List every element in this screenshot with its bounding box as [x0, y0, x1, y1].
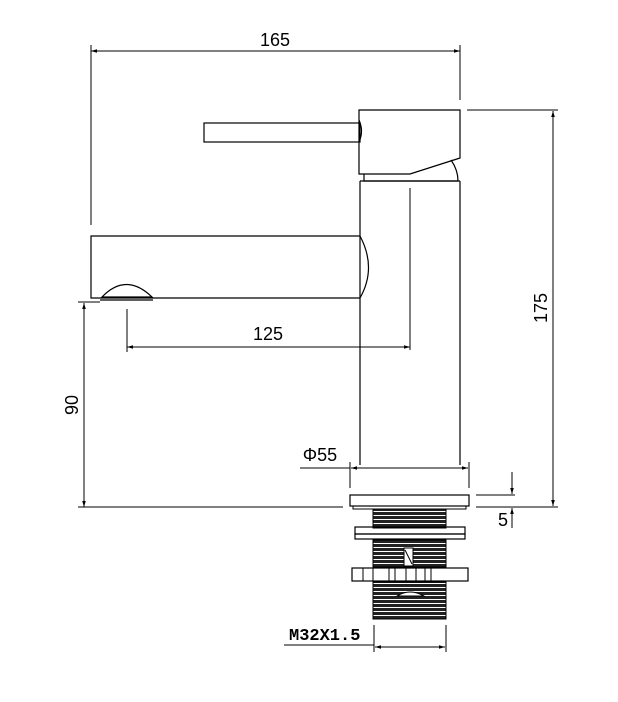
- faucet-handle: [203, 109, 461, 182]
- dim-base-diameter: Φ55: [300, 445, 470, 488]
- label-175: 175: [531, 293, 551, 323]
- base-plate: [349, 494, 470, 510]
- faucet-spout: [90, 235, 369, 301]
- dim-base-thickness: 5: [476, 472, 515, 530]
- dim-overall-width: 165: [90, 30, 461, 225]
- faucet-body: [359, 180, 461, 465]
- label-phi55: Φ55: [303, 445, 337, 465]
- dim-thread-spec: M32X1.5: [284, 625, 447, 652]
- label-thread: M32X1.5: [289, 627, 360, 646]
- threaded-shank: [351, 508, 469, 620]
- label-5: 5: [498, 510, 508, 530]
- dim-spout-height: 90: [62, 301, 100, 507]
- dim-overall-height: 175: [467, 109, 558, 506]
- dim-spout-reach: 125: [126, 309, 410, 352]
- label-125: 125: [253, 324, 283, 344]
- label-165: 165: [260, 30, 290, 50]
- label-90: 90: [62, 395, 82, 415]
